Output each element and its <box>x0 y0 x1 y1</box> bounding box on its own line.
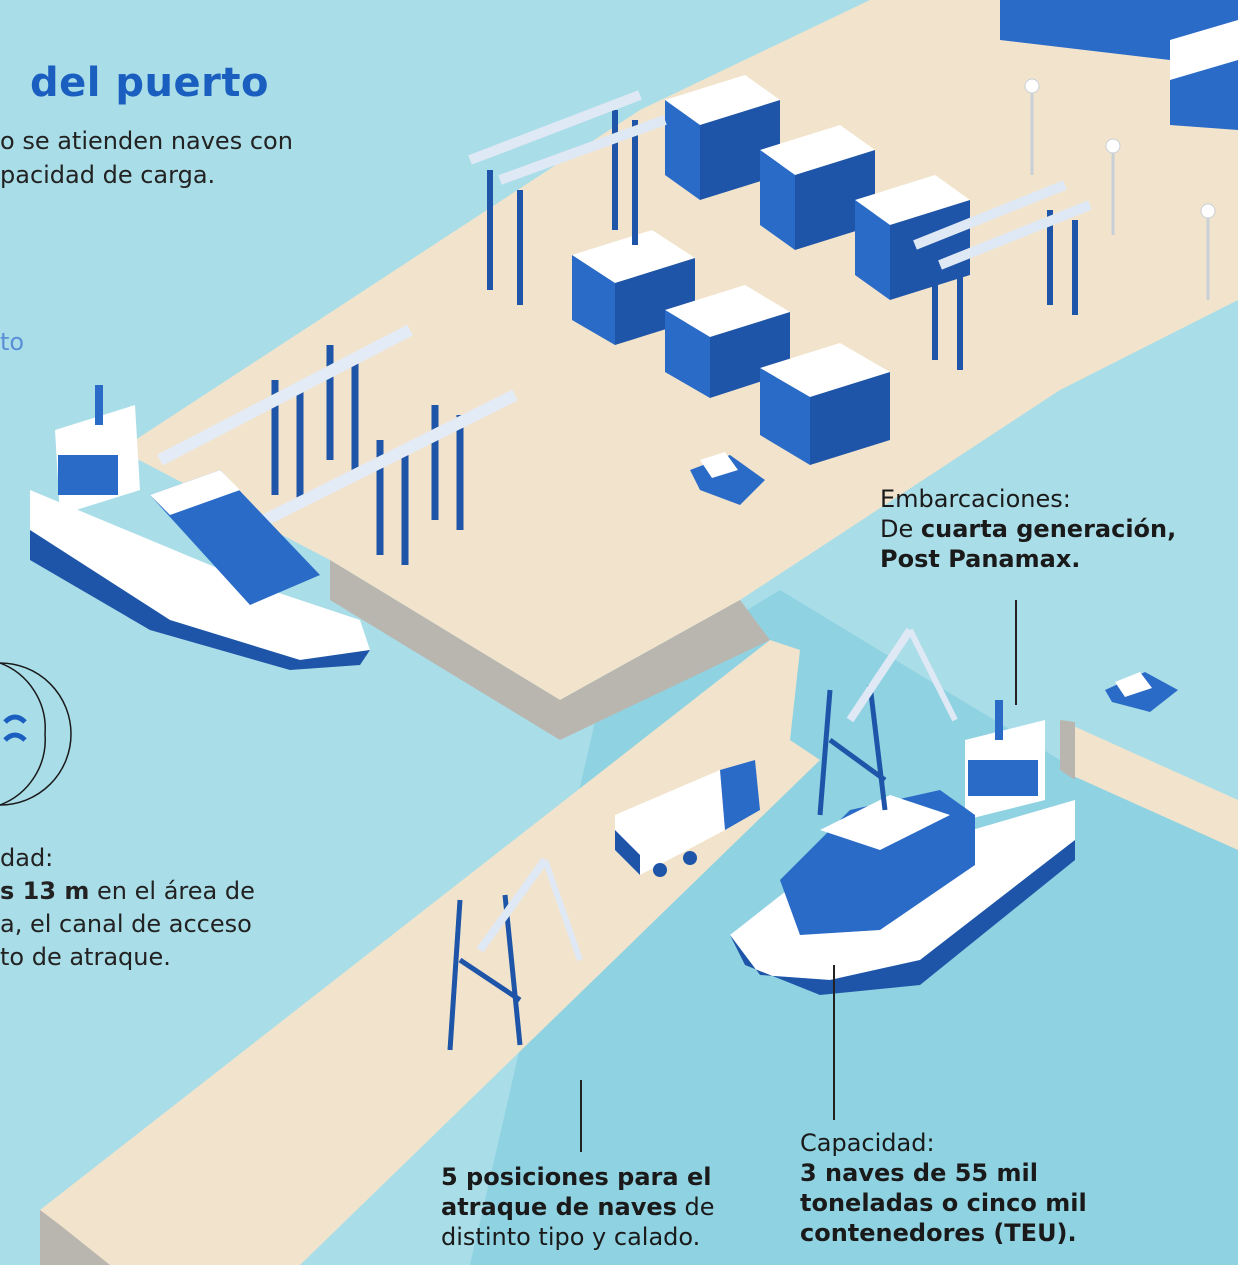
embarcaciones-label: Embarcaciones: <box>880 485 1071 513</box>
right-dock <box>1060 720 1238 850</box>
lower-pier <box>40 640 820 1265</box>
capacidad-line-2: toneladas o cinco mil <box>800 1188 1120 1218</box>
harbour-crane-2 <box>817 627 958 816</box>
depth-value: s 13 m <box>0 877 90 905</box>
embarcaciones-prefix: De <box>880 515 921 543</box>
right-dock-edge <box>1060 720 1075 780</box>
posiciones-bold-1: 5 posiciones para el <box>441 1163 712 1191</box>
lower-pier-edge <box>40 1210 110 1265</box>
lamp-1 <box>1024 78 1040 94</box>
main-pier-edge <box>330 560 770 740</box>
lamp-3 <box>1200 203 1216 219</box>
capacidad-label: Capacidad: <box>800 1129 935 1157</box>
forklift-2 <box>1105 672 1178 712</box>
posiciones-rest-1: de <box>676 1193 715 1221</box>
blue-fragment-text: to <box>0 328 25 356</box>
posiciones-line-1: 5 posiciones para el <box>441 1162 761 1192</box>
embarcaciones-bold-1: cuarta generación, <box>920 515 1177 543</box>
capacidad-bold-2: toneladas o cinco mil <box>800 1189 1087 1217</box>
posiciones-line-3: distinto tipo y calado. <box>441 1223 701 1251</box>
partial-circle-icon <box>0 662 72 806</box>
street-lamps <box>1030 90 1210 300</box>
embarcaciones-leader-line <box>1015 600 1017 705</box>
depth-annotation: dad: s 13 m en el área de a, el canal de… <box>0 842 300 974</box>
lamp-2 <box>1105 138 1121 154</box>
gantry-crane-2 <box>913 180 1092 370</box>
depth-label: dad: <box>0 844 54 872</box>
capacidad-line-1: 3 naves de 55 mil <box>800 1158 1120 1188</box>
container-stack-3 <box>855 175 970 300</box>
embarcaciones-bold-2: Post Panamax. <box>880 545 1081 573</box>
forklift-1 <box>690 452 765 505</box>
posiciones-bold-2: atraque de naves <box>441 1193 677 1221</box>
sts-crane-2 <box>262 389 518 565</box>
container-stack-top-right <box>1000 0 1238 130</box>
posiciones-leader-line <box>580 1080 582 1152</box>
embarcaciones-line-2: Post Panamax. <box>880 544 1220 574</box>
capacidad-leader-line <box>833 965 835 1120</box>
depth-value-rest: en el área de <box>89 877 255 905</box>
intro-text: o se atienden naves con pacidad de carga… <box>0 127 293 189</box>
depth-line-2: a, el canal de acceso <box>0 910 252 938</box>
page-title: del puerto <box>30 60 269 106</box>
capacidad-bold-1: 3 naves de 55 mil <box>800 1159 1038 1187</box>
embarcaciones-annotation: Embarcaciones: De cuarta generación, Pos… <box>880 484 1220 574</box>
capacidad-line-3: contenedores (TEU). <box>800 1218 1120 1248</box>
capacidad-bold-3: contenedores (TEU). <box>800 1219 1077 1247</box>
capacidad-annotation: Capacidad: 3 naves de 55 mil toneladas o… <box>800 1128 1120 1248</box>
left-ship <box>30 385 370 670</box>
harbour-crane-1 <box>447 857 583 1051</box>
posiciones-annotation: 5 posiciones para el atraque de naves de… <box>441 1162 761 1252</box>
depth-value-line: s 13 m en el área de <box>0 875 300 908</box>
posiciones-line-2: atraque de naves de <box>441 1192 761 1222</box>
container-stack-6 <box>760 343 890 465</box>
embarcaciones-line-1: De cuarta generación, <box>880 514 1220 544</box>
gantry-crane-1 <box>468 90 667 305</box>
depth-line-3: to de atraque. <box>0 943 171 971</box>
container-stack-1 <box>665 75 780 200</box>
truck <box>615 760 760 877</box>
sts-crane-1 <box>157 324 413 505</box>
right-ship <box>730 700 1075 995</box>
